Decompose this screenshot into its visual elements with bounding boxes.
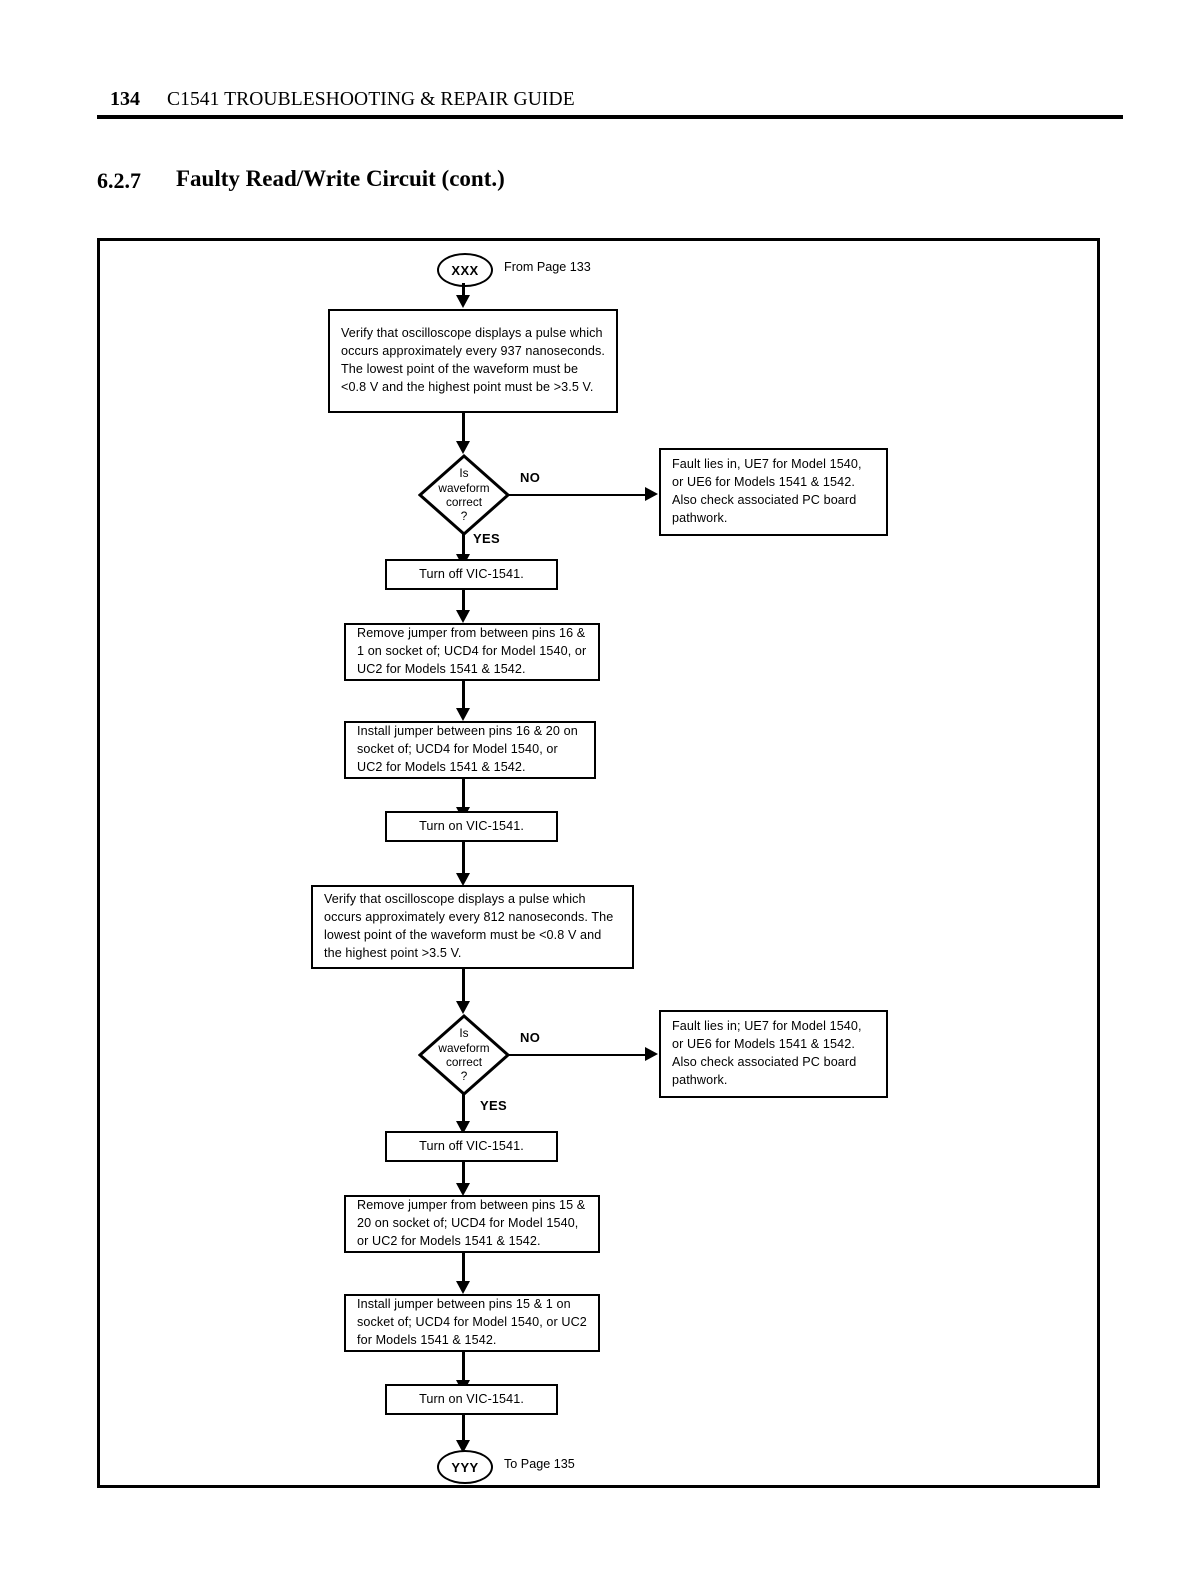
connector-line: [462, 969, 465, 1004]
node-fault-2: Fault lies in; UE7 for Model 1540, or UE…: [659, 1010, 888, 1098]
connector-line: [508, 493, 645, 496]
connector-yyy: YYY: [437, 1450, 493, 1484]
node-turn-off-1-text: Turn off VIC-1541.: [419, 566, 524, 581]
branch-label-yes-2: YES: [480, 1098, 507, 1113]
node-turn-on-2: Turn on VIC-1541.: [385, 1384, 558, 1415]
connector-line: [462, 681, 465, 711]
arrow-down-icon: [455, 1001, 470, 1014]
node-turn-on-1: Turn on VIC-1541.: [385, 811, 558, 842]
connector-yyy-label: YYY: [451, 1459, 479, 1475]
node-turn-off-2-text: Turn off VIC-1541.: [419, 1138, 524, 1153]
connector-line: [462, 1253, 465, 1284]
node-decision-1: Is waveform correct ?: [418, 454, 510, 536]
connector-line: [462, 283, 465, 297]
branch-label-no-1: NO: [520, 470, 541, 485]
arrow-down-icon: [455, 295, 470, 308]
section-number: 6.2.7: [97, 168, 141, 193]
page-header: 134 C1541 TROUBLESHOOTING & REPAIR GUIDE: [0, 0, 1200, 130]
from-page-caption: From Page 133: [504, 260, 591, 274]
arrow-down-icon: [455, 873, 470, 886]
connector-line: [462, 1162, 465, 1186]
connector-line: [508, 1053, 645, 1056]
node-install-jumper-2: Install jumper between pins 15 & 1 on so…: [344, 1294, 600, 1352]
node-turn-off-2: Turn off VIC-1541.: [385, 1131, 558, 1162]
node-fault-2-text: Fault lies in; UE7 for Model 1540, or UE…: [672, 1019, 862, 1087]
node-verify-937-text: Verify that oscilloscope displays a puls…: [341, 326, 606, 394]
branch-label-no-2: NO: [520, 1030, 541, 1045]
node-install-jumper-2-text: Install jumper between pins 15 & 1 on so…: [357, 1297, 587, 1347]
diamond-shape: [418, 1014, 510, 1096]
page-number: 134: [110, 88, 140, 110]
node-remove-jumper-2: Remove jumper from between pins 15 & 20 …: [344, 1195, 600, 1253]
node-turn-off-1: Turn off VIC-1541.: [385, 559, 558, 590]
arrow-down-icon: [455, 610, 470, 623]
node-fault-1-text: Fault lies in, UE7 for Model 1540, or UE…: [672, 457, 862, 525]
page-title: C1541 TROUBLESHOOTING & REPAIR GUIDE: [167, 89, 575, 110]
node-install-jumper-1: Install jumper between pins 16 & 20 on s…: [344, 721, 596, 779]
connector-line: [462, 1094, 465, 1125]
connector-line: [462, 534, 465, 558]
header-rule: [97, 115, 1123, 119]
node-turn-on-2-text: Turn on VIC-1541.: [419, 1391, 524, 1406]
node-decision-2: Is waveform correct ?: [418, 1014, 510, 1096]
arrow-right-icon: [645, 1047, 658, 1062]
section-heading: Faulty Read/Write Circuit (cont.): [176, 166, 505, 191]
node-remove-jumper-1-text: Remove jumper from between pins 16 & 1 o…: [357, 626, 587, 676]
arrow-down-icon: [455, 441, 470, 454]
node-verify-937: Verify that oscilloscope displays a puls…: [328, 309, 618, 413]
connector-xxx: XXX: [437, 253, 493, 287]
node-fault-1: Fault lies in, UE7 for Model 1540, or UE…: [659, 448, 888, 536]
connector-line: [462, 1415, 465, 1443]
node-remove-jumper-2-text: Remove jumper from between pins 15 & 20 …: [357, 1198, 586, 1248]
node-turn-on-1-text: Turn on VIC-1541.: [419, 818, 524, 833]
node-verify-812: Verify that oscilloscope displays a puls…: [311, 885, 634, 969]
node-remove-jumper-1: Remove jumper from between pins 16 & 1 o…: [344, 623, 600, 681]
to-page-caption: To Page 135: [504, 1457, 575, 1471]
connector-xxx-label: XXX: [451, 262, 479, 278]
arrow-down-icon: [455, 1281, 470, 1294]
connector-line: [462, 842, 465, 878]
arrow-down-icon: [455, 1440, 470, 1453]
connector-line: [462, 590, 465, 613]
arrow-down-icon: [455, 1183, 470, 1196]
connector-line: [462, 413, 465, 446]
flowchart-frame: XXX From Page 133 Verify that oscillosco…: [97, 238, 1100, 1488]
node-verify-812-text: Verify that oscilloscope displays a puls…: [324, 892, 614, 960]
arrow-down-icon: [455, 708, 470, 721]
node-install-jumper-1-text: Install jumper between pins 16 & 20 on s…: [357, 724, 578, 774]
arrow-down-icon: [455, 1121, 470, 1134]
connector-line: [462, 779, 465, 810]
arrow-right-icon: [645, 487, 658, 502]
branch-label-yes-1: YES: [473, 531, 500, 546]
diamond-shape: [418, 454, 510, 536]
connector-line: [462, 1352, 465, 1383]
